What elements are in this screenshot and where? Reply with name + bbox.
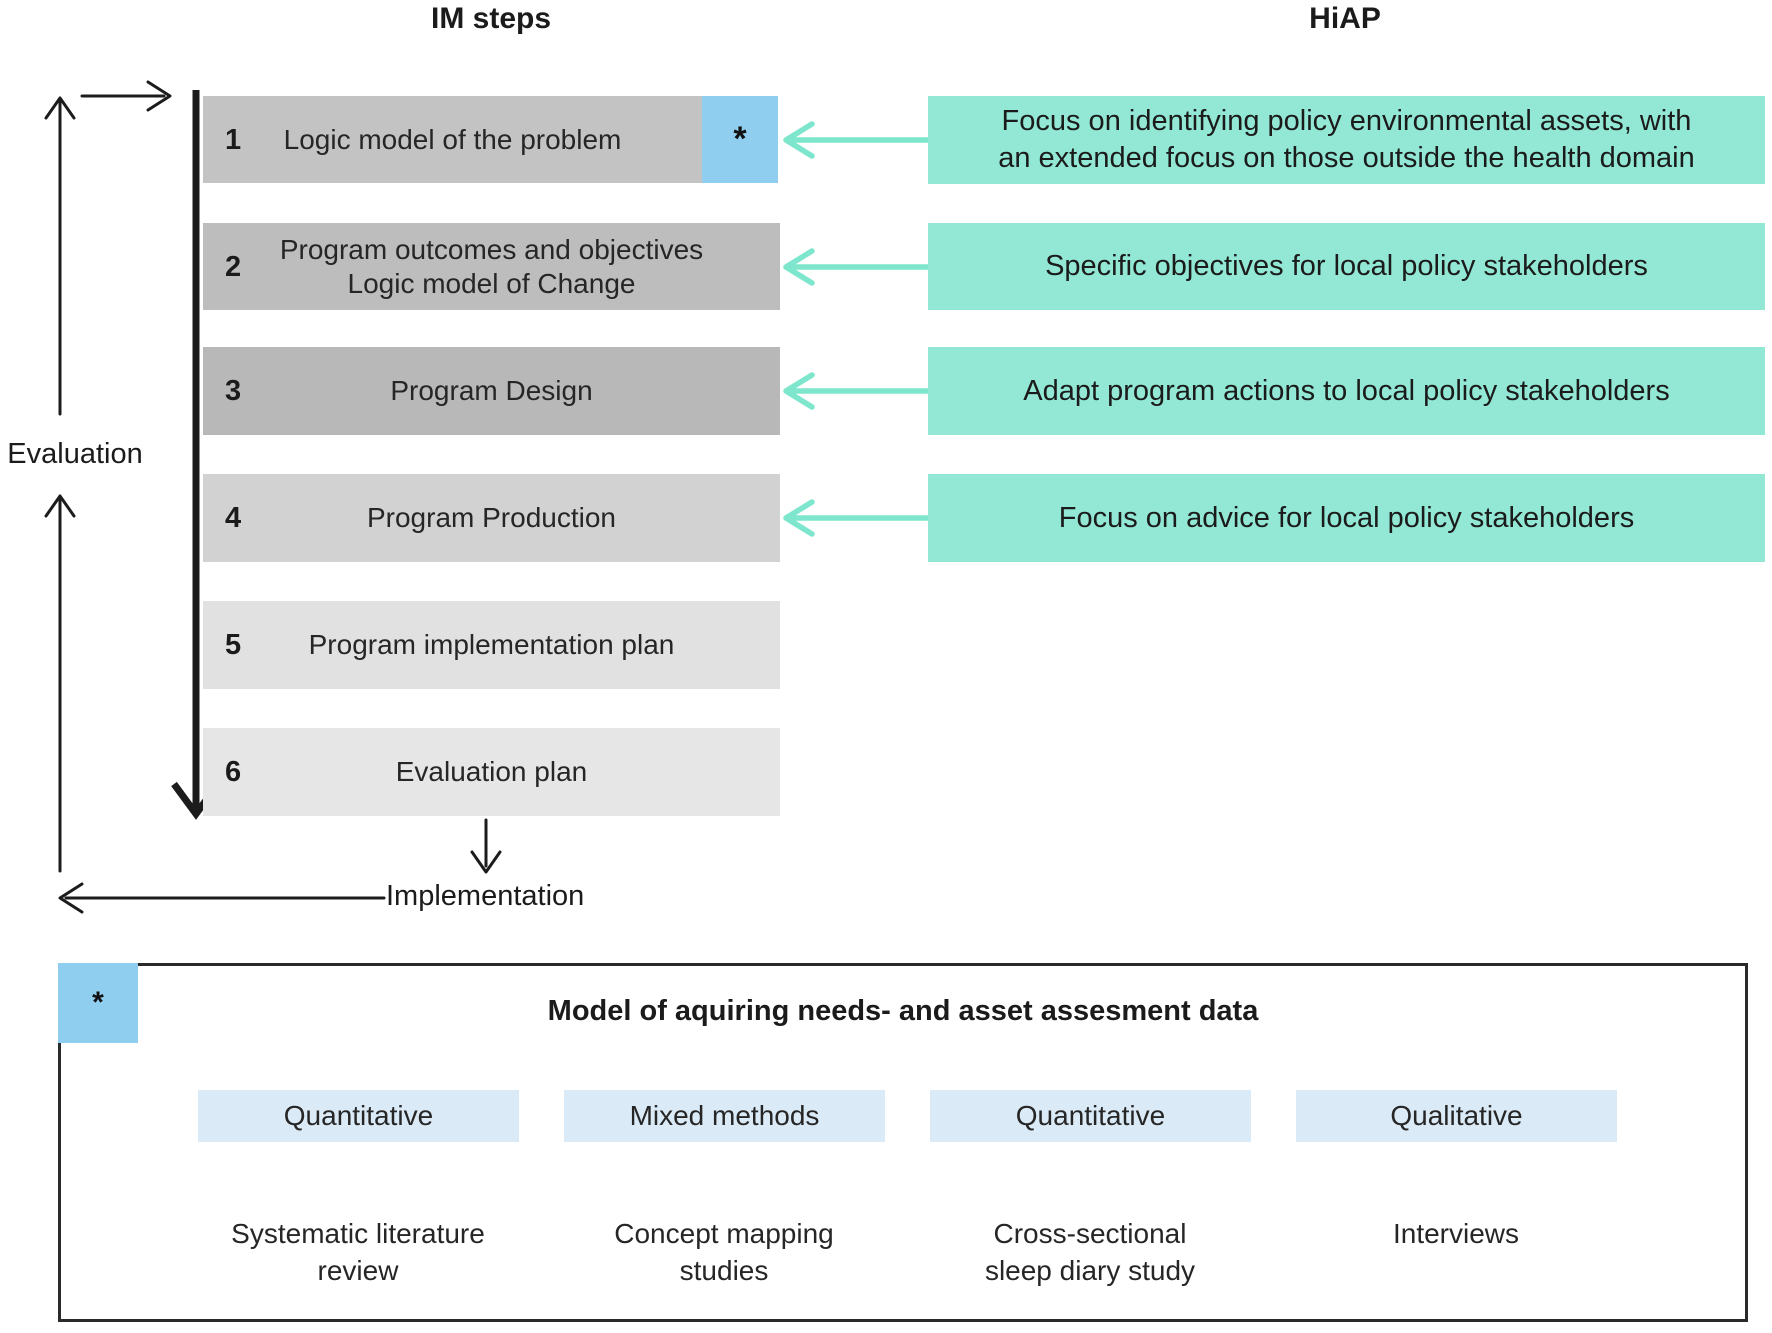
- panel-title: Model of aquiring needs- and asset asses…: [547, 995, 1259, 1027]
- hiap-box-1: Focus on identifying policy environmenta…: [928, 96, 1765, 184]
- method-box-mixed-methods: Mixed methods: [564, 1090, 885, 1142]
- step-label: Program implementation plan: [308, 629, 675, 660]
- step-box-6: 6 Evaluation plan: [203, 728, 780, 816]
- evaluation-label: Evaluation: [7, 438, 143, 470]
- step-number: 1: [225, 123, 242, 156]
- hiap-box-2: Specific objectives for local policy sta…: [928, 223, 1765, 310]
- hiap-arrow-step4: [783, 499, 931, 537]
- step-box-2: 2 Program outcomes and objectives Logic …: [203, 223, 780, 310]
- step-number: 6: [225, 756, 242, 788]
- method-label-sleep-diary: Cross-sectional sleep diary study: [984, 1218, 1196, 1286]
- step1-asterisk-marker: *: [702, 96, 778, 183]
- step-number: 4: [225, 502, 242, 534]
- step-box-4: 4 Program Production: [203, 474, 780, 562]
- hiap-arrow-step3: [783, 372, 931, 410]
- needs-asset-assessment-panel: [58, 963, 1748, 1322]
- step-number: 5: [225, 629, 242, 661]
- method-box-quantitative-2: Quantitative: [930, 1090, 1251, 1142]
- implementation-label: Implementation: [386, 880, 585, 912]
- asterisk-glyph: *: [733, 120, 747, 158]
- step-label: Program Design: [390, 375, 593, 406]
- step-number: 3: [225, 375, 242, 407]
- step6-down-arrow: [470, 818, 502, 874]
- evaluation-upper-up-arrow: [44, 96, 76, 416]
- hiap-arrow-step2: [783, 248, 931, 286]
- evaluation-lower-up-arrow: [44, 494, 76, 873]
- hiap-column-title: HiAP: [1309, 2, 1381, 35]
- hiap-box-3: Adapt program actions to local policy st…: [928, 347, 1765, 435]
- im-steps-column-title: IM steps: [430, 2, 552, 35]
- im-steps-timeline-down-arrow: [171, 90, 221, 820]
- method-box-qualitative: Qualitative: [1296, 1090, 1617, 1142]
- method-label-interviews: Interviews: [1392, 1218, 1520, 1249]
- step-label: Program Production: [366, 502, 616, 533]
- step-label: Program outcomes and objectives Logic mo…: [279, 233, 704, 299]
- step-box-3: 3 Program Design: [203, 347, 780, 435]
- hiap-arrow-step1: [783, 121, 931, 159]
- step-label: Logic model of the problem: [283, 123, 622, 155]
- method-box-quantitative-1: Quantitative: [198, 1090, 519, 1142]
- asterisk-glyph: *: [92, 986, 104, 1019]
- step-box-5: 5 Program implementation plan: [203, 601, 780, 689]
- panel-asterisk-marker: *: [58, 963, 138, 1043]
- evaluation-top-right-arrow: [80, 80, 172, 112]
- method-label-systematic-review: Systematic literature review: [231, 1218, 485, 1286]
- implementation-left-arrow: [58, 882, 386, 914]
- step-number: 2: [225, 250, 242, 283]
- step-label: Evaluation plan: [395, 756, 588, 787]
- step-box-1: 1 Logic model of the problem: [203, 96, 702, 183]
- method-label-concept-mapping: Concept mapping studies: [614, 1218, 834, 1286]
- hiap-box-4: Focus on advice for local policy stakeho…: [928, 474, 1765, 562]
